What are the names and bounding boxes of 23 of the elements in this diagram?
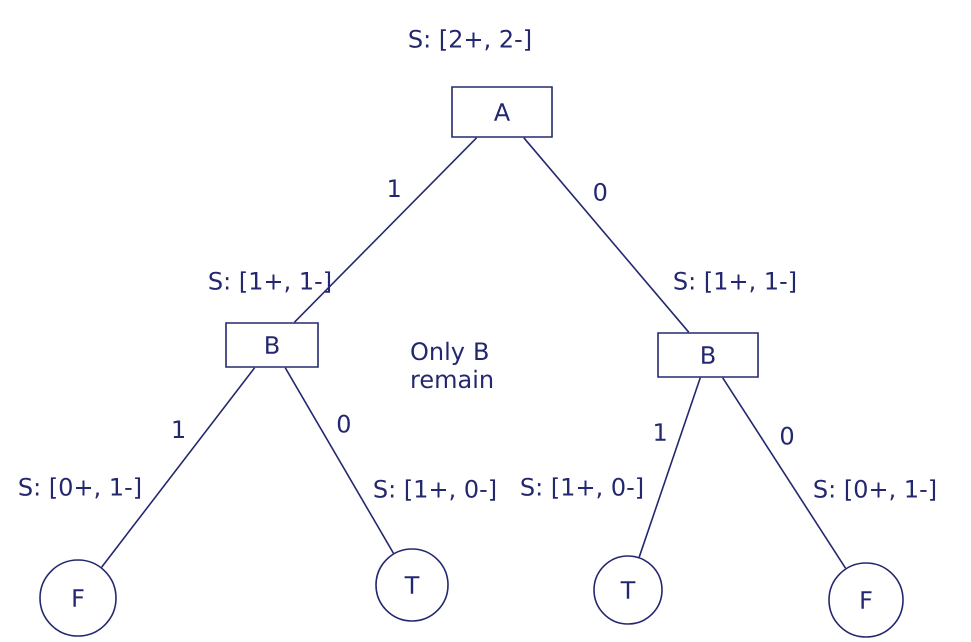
branch-line	[722, 377, 846, 569]
decision-box: A	[451, 86, 553, 138]
edge-label: 1	[174, 420, 184, 438]
sample-count: S: [2+, 2-]	[409, 29, 530, 51]
decision-box: B	[657, 332, 759, 378]
sample-count: S: [1+, 1-]	[209, 271, 330, 293]
branch-line	[294, 137, 478, 323]
branch-line	[638, 378, 702, 558]
sample-count: S: [0+, 1-]	[19, 477, 140, 499]
edge-label: 0	[594, 182, 606, 201]
note: Only B remain	[411, 342, 492, 388]
edge-label: 0	[338, 414, 350, 433]
sample-count: S: [1+, 0-]	[521, 477, 642, 499]
branch-line	[523, 137, 690, 333]
branch-line	[284, 367, 394, 554]
sample-count: S: [1+, 0-]	[374, 479, 496, 501]
sample-count: S: [1+, 1-]	[674, 271, 796, 293]
edge-label: 1	[389, 180, 400, 197]
edge-label: 0	[781, 426, 794, 445]
sample-count: S: [0+, 1-]	[814, 479, 936, 501]
branch-line	[100, 367, 256, 568]
edge-label: 1	[655, 423, 666, 441]
decision-box: B	[225, 322, 319, 368]
